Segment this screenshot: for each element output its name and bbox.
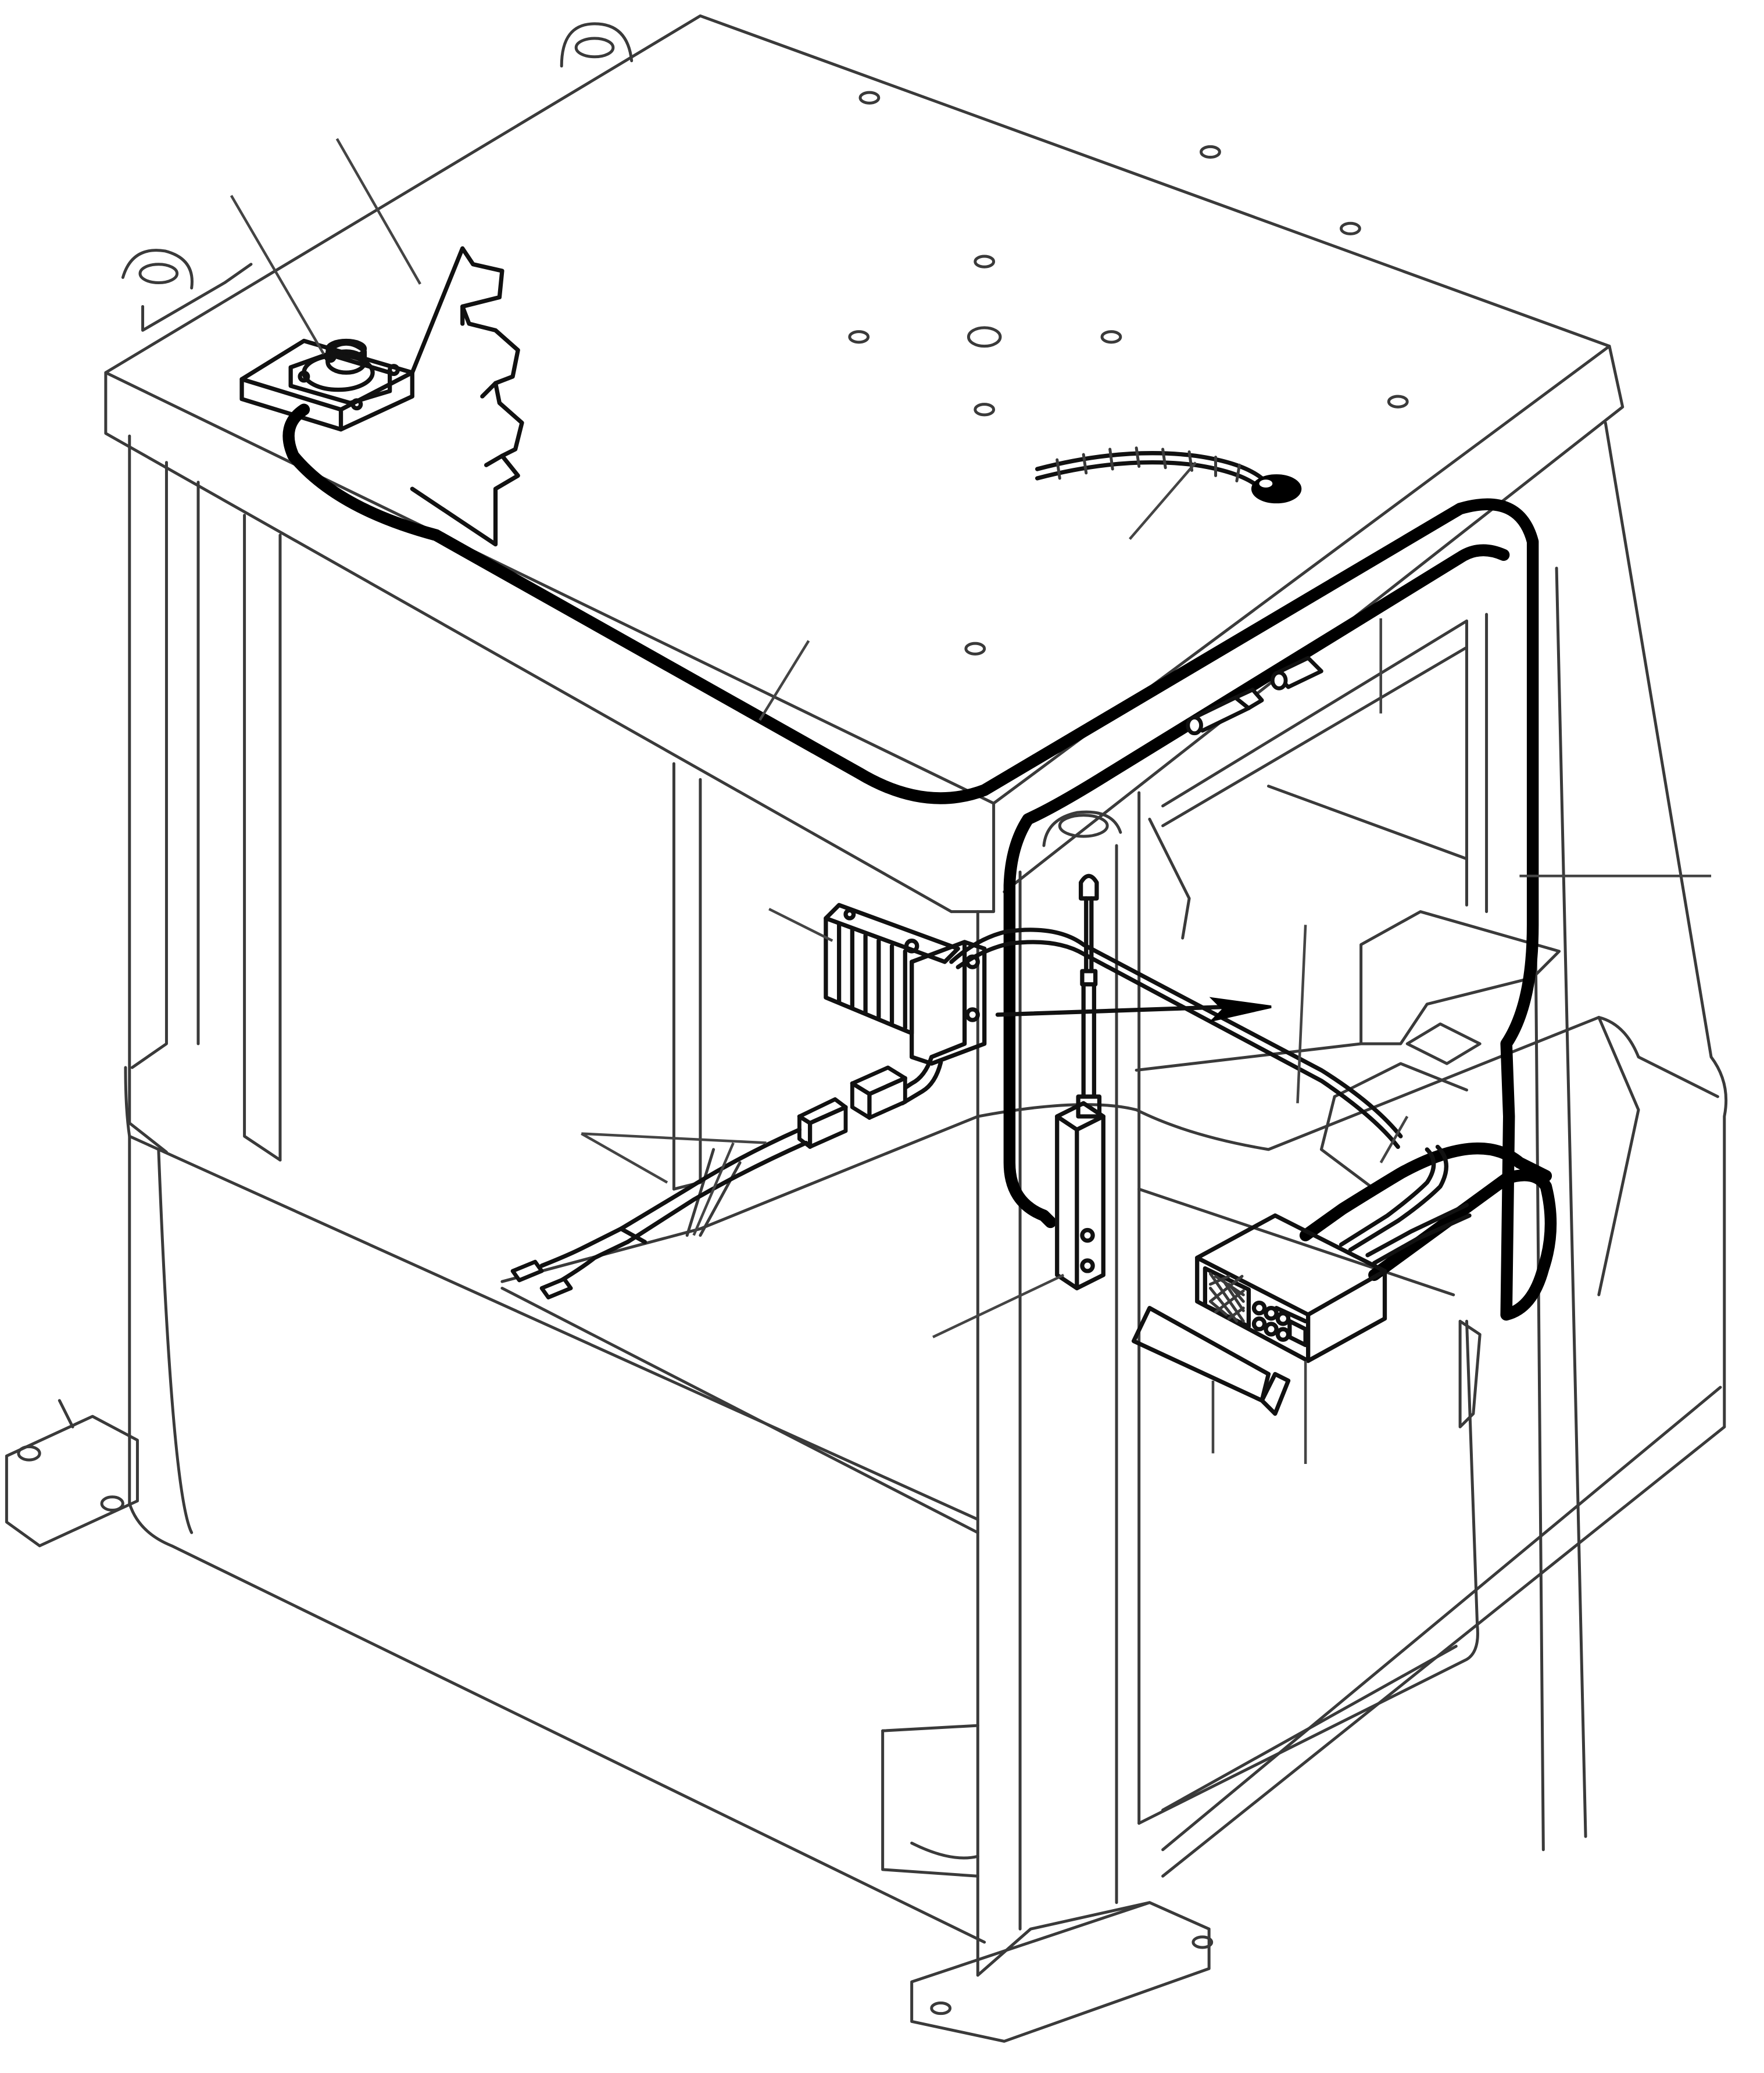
antenna-cable	[1035, 446, 1302, 504]
callout-leader-antenna-cable	[1129, 461, 1197, 540]
main-harness	[282, 403, 1557, 1321]
callout-leader-speaker	[230, 195, 325, 355]
speaker	[239, 338, 414, 432]
callout-leader-wire-ties	[692, 1142, 735, 1236]
callout-leader-power-leads	[581, 1132, 668, 1184]
callout-leader-main-harness	[758, 640, 810, 721]
roof-mounting-holes	[848, 91, 1409, 656]
power-leads	[510, 1226, 647, 1299]
antenna-lead-in	[995, 997, 1272, 1023]
voltage-converter	[824, 903, 1403, 1149]
callout-leader-radio-harness	[1379, 1115, 1409, 1163]
radio-harness	[1339, 1144, 1472, 1266]
callout-leader-voltage-converter	[768, 908, 833, 942]
callout-leader-antenna-lead-in	[1296, 925, 1307, 1104]
callout-leader-rod-antenna	[932, 1273, 1065, 1338]
radio-cover-plate	[1131, 1306, 1291, 1416]
callout-leader-connector-pair	[581, 1132, 767, 1144]
rod-antenna	[1055, 873, 1105, 1291]
callout-leader-sealing-sheet	[335, 138, 421, 285]
connector-pair	[618, 1065, 907, 1244]
inline-connector	[1186, 656, 1323, 736]
radio-unit	[1195, 1213, 1387, 1363]
pillar-harness	[1003, 544, 1510, 1229]
sealing-sheet	[410, 246, 524, 547]
callout-leaders	[230, 138, 1712, 1464]
cab-frame	[5, 14, 1728, 2043]
